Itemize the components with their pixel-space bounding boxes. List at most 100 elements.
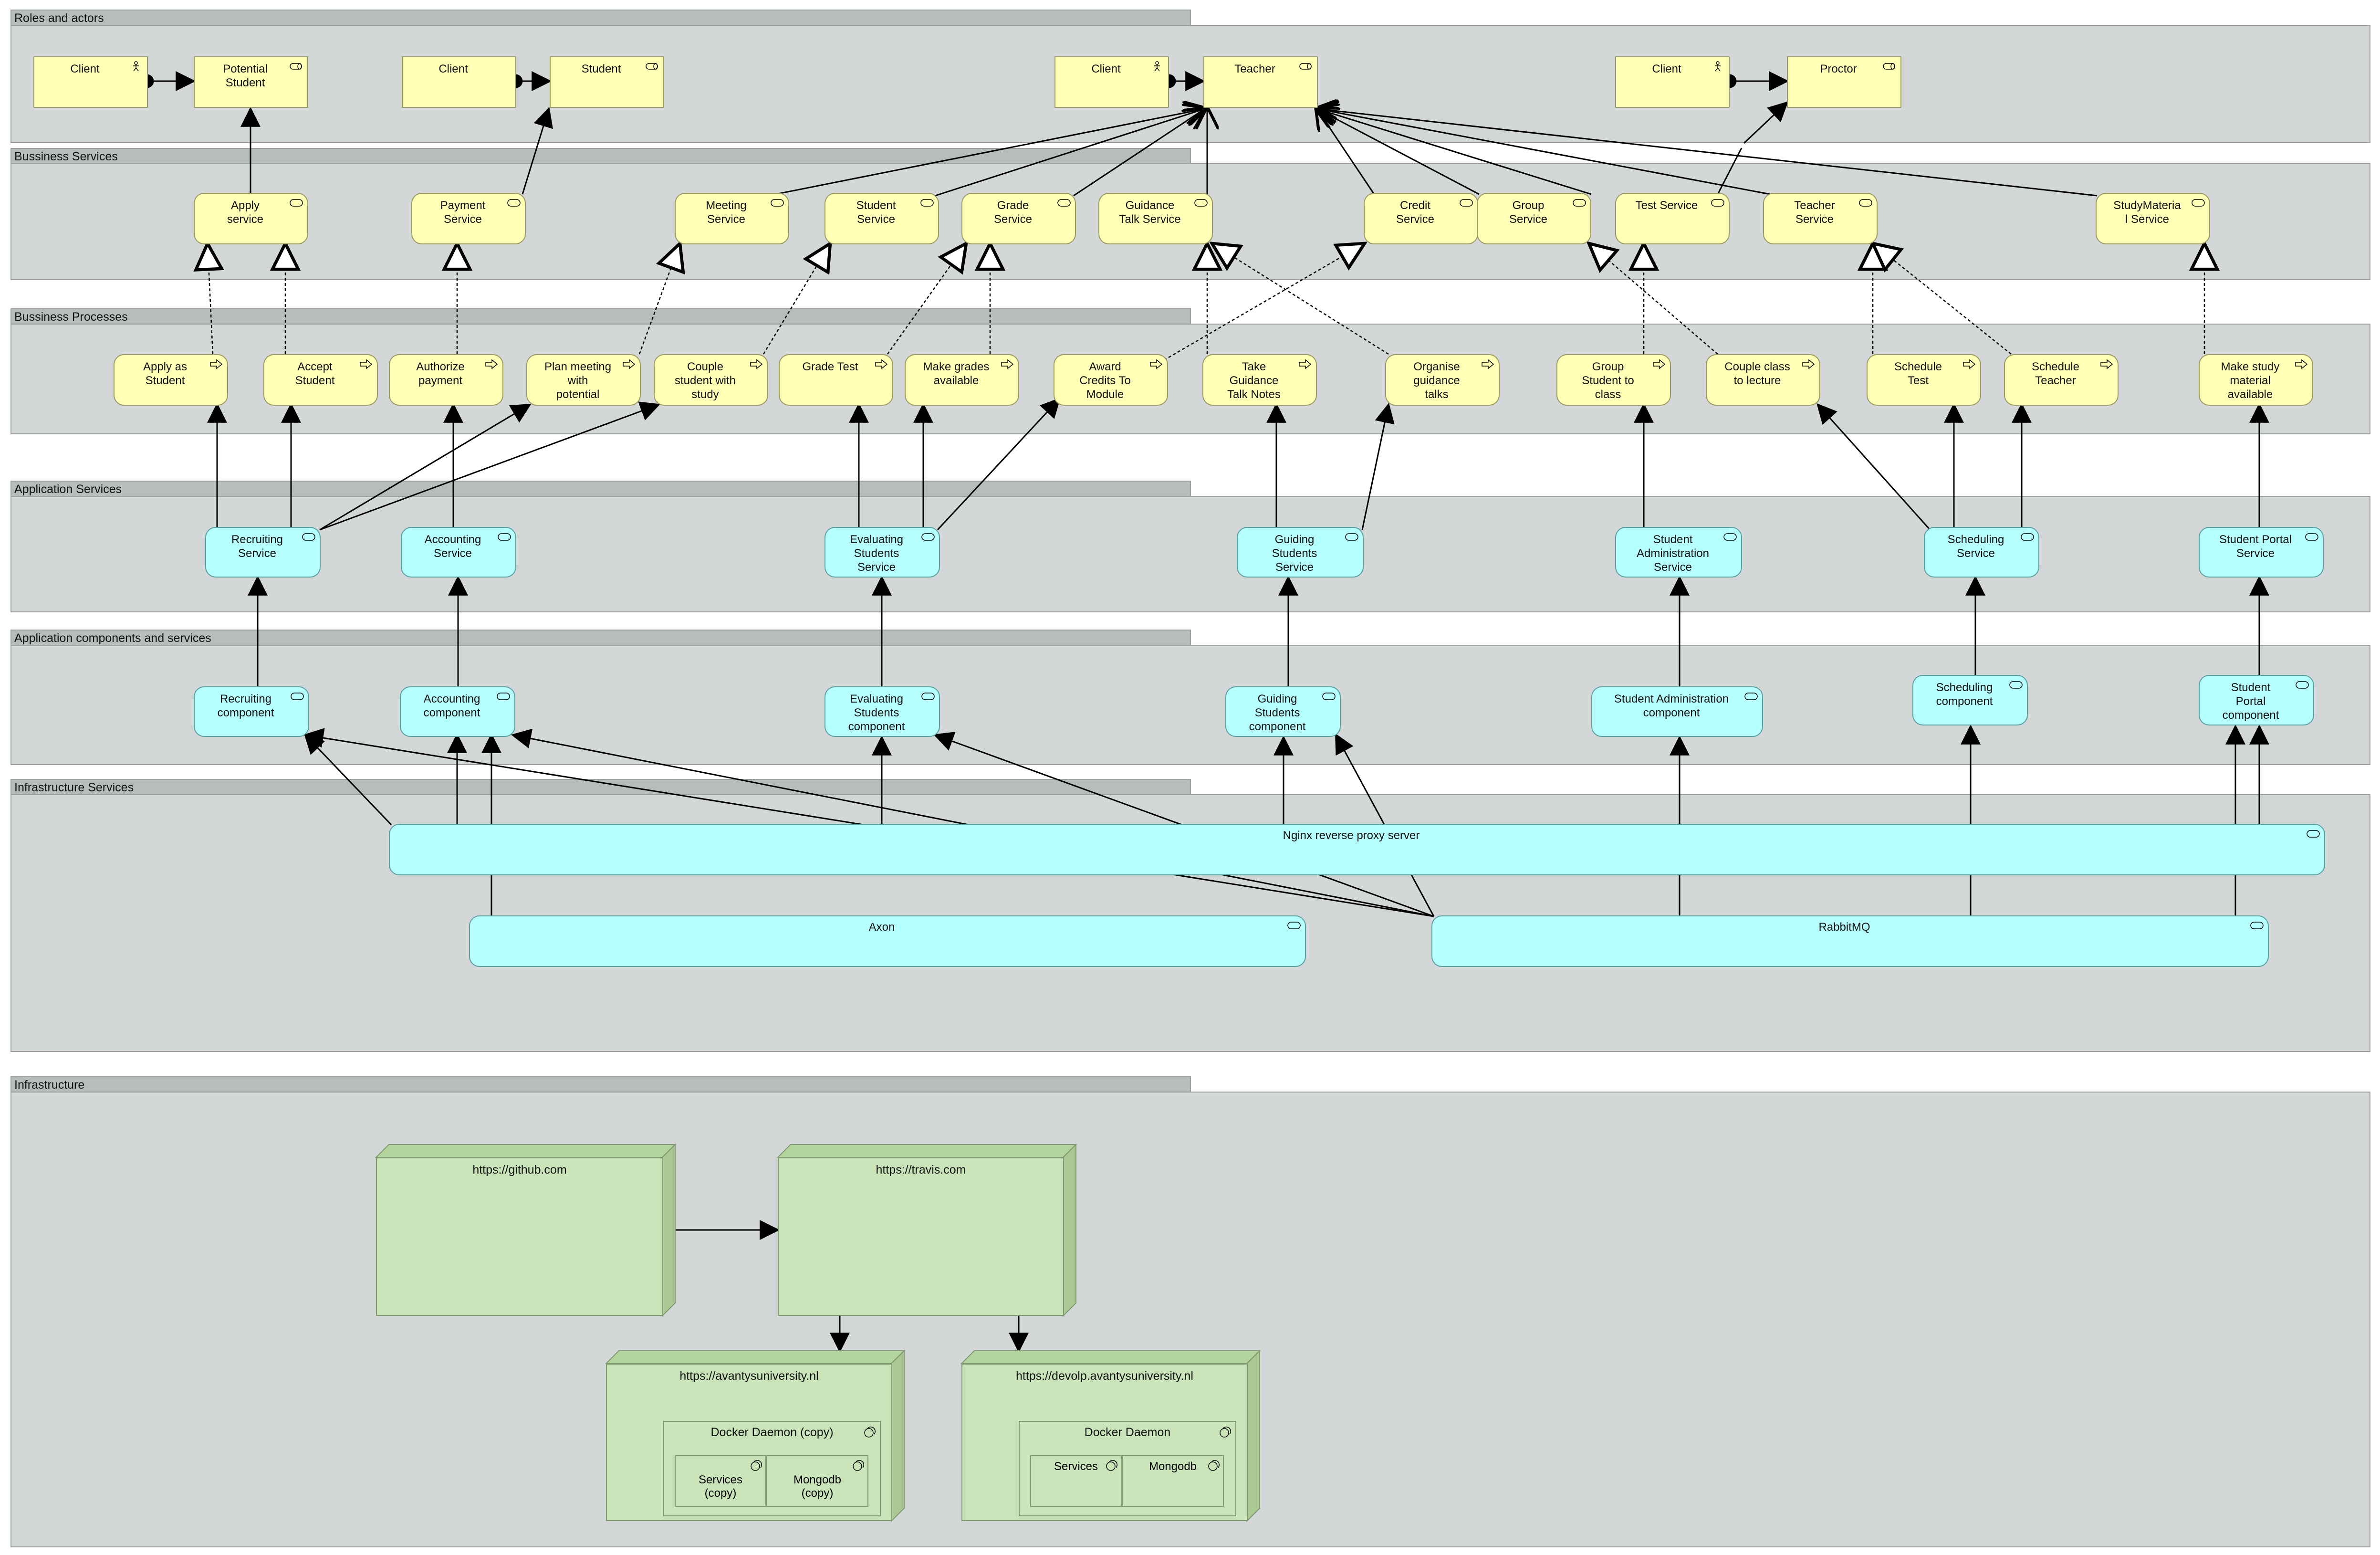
process-accept-student[interactable]: Accept Student — [263, 354, 378, 406]
system-software-icon — [853, 1460, 864, 1471]
role-student[interactable]: Student — [550, 56, 664, 108]
app-component-student-portal[interactable]: Student Portal component — [2199, 675, 2314, 725]
service-icon — [1744, 693, 1758, 700]
business-service-credit[interactable]: Credit Service — [1364, 193, 1478, 244]
service-icon — [920, 199, 934, 207]
app-service-guiding[interactable]: Guiding Students Service — [1237, 527, 1364, 578]
app-component-guiding[interactable]: Guiding Students component — [1225, 686, 1341, 737]
role-icon — [1299, 63, 1312, 70]
actor-icon — [133, 61, 139, 72]
actor-client-2[interactable]: Client — [402, 56, 516, 108]
service-icon — [921, 533, 935, 541]
business-service-test[interactable]: Test Service — [1615, 193, 1730, 244]
process-arrow-icon — [485, 359, 498, 369]
actor-icon — [1154, 61, 1160, 72]
process-schedule-teacher[interactable]: Schedule Teacher — [2004, 354, 2119, 406]
actor-client-3[interactable]: Client — [1054, 56, 1169, 108]
business-service-teacher[interactable]: Teacher Service — [1763, 193, 1878, 244]
actor-client-1[interactable]: Client — [33, 56, 148, 108]
service-icon — [771, 199, 784, 207]
node-travis[interactable]: https://travis.com — [778, 1157, 1064, 1316]
actor-client-4[interactable]: Client — [1615, 56, 1730, 108]
app-service-evaluating[interactable]: Evaluating Students Service — [825, 527, 940, 578]
service-icon — [2009, 681, 2023, 689]
process-take-guidance[interactable]: Take Guidance Talk Notes — [1202, 354, 1317, 406]
business-service-grade[interactable]: Grade Service — [961, 193, 1076, 244]
process-plan-meeting[interactable]: Plan meeting with potential — [526, 354, 641, 406]
layer-infrastructure-title: Infrastructure — [10, 1076, 1191, 1093]
business-service-payment[interactable]: Payment Service — [411, 193, 526, 244]
layer-roles — [10, 25, 2370, 143]
service-icon — [497, 693, 510, 700]
process-apply-as-student[interactable]: Apply as Student — [114, 354, 228, 406]
process-make-grades[interactable]: Make grades available — [905, 354, 1019, 406]
process-arrow-icon — [1963, 359, 1976, 369]
business-service-guidance[interactable]: Guidance Talk Service — [1098, 193, 1213, 244]
business-service-studymaterial[interactable]: StudyMateria l Service — [2096, 193, 2210, 244]
docker-daemon[interactable]: Docker Daemon Services Mongodb — [1019, 1421, 1236, 1516]
process-schedule-test[interactable]: Schedule Test — [1867, 354, 1981, 406]
node-github[interactable]: https://github.com — [376, 1157, 663, 1316]
business-service-meeting[interactable]: Meeting Service — [675, 193, 789, 244]
business-service-student[interactable]: Student Service — [825, 193, 939, 244]
business-service-apply[interactable]: Apply service — [194, 193, 308, 244]
process-arrow-icon — [1299, 359, 1312, 369]
app-component-evaluating[interactable]: Evaluating Students component — [825, 686, 940, 737]
service-icon — [1460, 199, 1473, 207]
services[interactable]: Services — [1030, 1455, 1122, 1507]
actor-icon — [1715, 61, 1721, 72]
service-icon — [498, 533, 511, 541]
docker-daemon-copy[interactable]: Docker Daemon (copy) Services (copy) Mon… — [663, 1421, 881, 1516]
process-arrow-icon — [875, 359, 888, 369]
service-icon — [921, 693, 935, 700]
mongodb-copy[interactable]: Mongodb (copy) — [766, 1455, 868, 1507]
app-component-scheduling[interactable]: Scheduling component — [1912, 675, 2028, 725]
service-icon — [1194, 199, 1208, 207]
role-potential-student[interactable]: Potential Student — [194, 56, 308, 108]
process-couple-student[interactable]: Couple student with study — [654, 354, 768, 406]
process-arrow-icon — [1653, 359, 1666, 369]
business-service-group[interactable]: Group Service — [1477, 193, 1591, 244]
infra-service-nginx[interactable]: Nginx reverse proxy server — [389, 824, 2325, 875]
process-group-student[interactable]: Group Student to class — [1556, 354, 1671, 406]
service-icon — [290, 199, 303, 207]
process-arrow-icon — [1150, 359, 1163, 369]
system-software-icon — [1208, 1460, 1220, 1471]
service-icon — [1573, 199, 1586, 207]
role-icon — [290, 63, 302, 70]
app-service-recruiting[interactable]: Recruiting Service — [205, 527, 321, 578]
process-grade-test[interactable]: Grade Test — [779, 354, 893, 406]
process-make-study-material[interactable]: Make study material available — [2199, 354, 2313, 406]
layer-business-processes-title: Bussiness Processes — [10, 308, 1191, 325]
service-icon — [1287, 922, 1301, 929]
node-avantysuniversity[interactable]: https://avantysuniversity.nl Docker Daem… — [606, 1364, 892, 1521]
node-devolp-avantysuniversity[interactable]: https://devolp.avantysuniversity.nl Dock… — [961, 1364, 1248, 1521]
mongodb[interactable]: Mongodb — [1122, 1455, 1224, 1507]
process-authorize-payment[interactable]: Authorize payment — [389, 354, 503, 406]
process-couple-class[interactable]: Couple class to lecture — [1706, 354, 1820, 406]
process-arrow-icon — [750, 359, 763, 369]
app-service-student-administration[interactable]: Student Administration Service — [1615, 527, 1742, 578]
process-arrow-icon — [1802, 359, 1815, 369]
app-component-recruiting[interactable]: Recruiting component — [194, 686, 309, 737]
app-component-student-administration[interactable]: Student Administration component — [1591, 686, 1763, 737]
role-teacher[interactable]: Teacher — [1203, 56, 1318, 108]
role-proctor[interactable]: Proctor — [1787, 56, 1901, 108]
process-organise-guidance[interactable]: Organise guidance talks — [1385, 354, 1500, 406]
app-component-accounting[interactable]: Accounting component — [400, 686, 515, 737]
process-award-credits[interactable]: Award Credits To Module — [1054, 354, 1168, 406]
app-service-student-portal[interactable]: Student Portal Service — [2199, 527, 2324, 578]
service-icon — [2192, 199, 2205, 207]
infra-service-axon[interactable]: Axon — [469, 915, 1306, 967]
app-service-accounting[interactable]: Accounting Service — [401, 527, 516, 578]
services-copy[interactable]: Services (copy) — [675, 1455, 766, 1507]
process-arrow-icon — [360, 359, 373, 369]
service-icon — [1322, 693, 1336, 700]
role-icon — [646, 63, 658, 70]
app-service-scheduling[interactable]: Scheduling Service — [1924, 527, 2039, 578]
service-icon — [2250, 922, 2264, 929]
layer-roles-title: Roles and actors — [10, 10, 1191, 26]
layer-application-services-title: Application Services — [10, 481, 1191, 497]
infra-service-rabbitmq[interactable]: RabbitMQ — [1431, 915, 2269, 967]
process-arrow-icon — [2295, 359, 2308, 369]
